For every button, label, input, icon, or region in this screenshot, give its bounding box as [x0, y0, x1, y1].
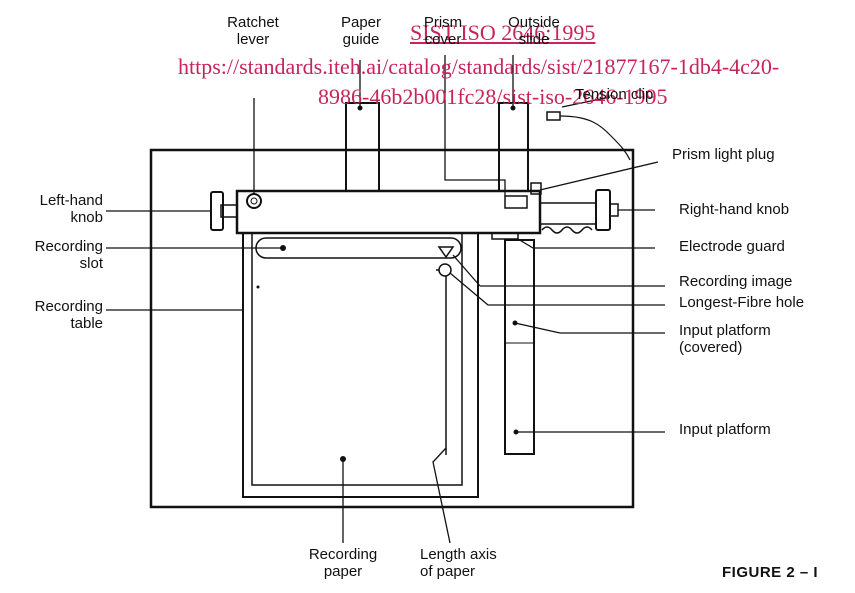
input-platform-bar	[504, 239, 535, 455]
label-input-platform: Input platform	[679, 421, 771, 438]
label-paper-guide: Paper guide	[340, 14, 382, 48]
watermark-url-line-1[interactable]: https://standards.iteh.ai/catalog/standa…	[178, 54, 780, 79]
slider-bar	[235, 189, 542, 235]
label-recording-table: Recording table	[34, 298, 103, 332]
label-length-axis: Length axis of paper	[420, 546, 497, 580]
base-board	[149, 148, 635, 509]
recording-image-triangle	[437, 246, 455, 259]
label-ratchet-lever: Ratchet lever	[227, 14, 279, 48]
right-knob-disc	[595, 189, 611, 231]
prism-light-plug	[530, 182, 542, 195]
left-knob-disc	[210, 191, 224, 231]
outside-slide-bar	[498, 102, 529, 192]
label-recording-paper: Recording paper	[308, 546, 378, 580]
paper-guide-bar	[345, 102, 380, 192]
watermark-standard-id[interactable]: SIST ISO 2646:1995	[410, 20, 596, 45]
watermark-url-line-2[interactable]: 8986-46b2b001fc28/sist-iso-2646-1995	[318, 84, 668, 109]
label-recording-image: Recording image	[679, 273, 793, 290]
prism-cover-box	[504, 195, 528, 209]
label-prism-light-plug: Prism light plug	[672, 146, 775, 163]
tension-clip	[546, 111, 561, 121]
label-tension-clip: Tension clip	[575, 86, 654, 103]
longest-fibre-hole	[438, 263, 452, 277]
label-longest-fibre-hole: Longest-Fibre hole	[679, 294, 805, 311]
figure-caption: FIGURE 2 – I	[722, 564, 819, 581]
recording-slot	[255, 237, 462, 259]
label-input-platform-covered: Input platform (covered)	[679, 322, 771, 356]
label-electrode-guard: Electrode guard	[679, 238, 785, 255]
spring	[541, 226, 593, 234]
label-right-hand-knob: Right-hand knob	[679, 201, 790, 218]
ratchet-lever-circle	[246, 193, 262, 209]
label-outside-slide: Outside slide	[508, 14, 560, 48]
label-left-hand-knob: Left-hand knob	[39, 192, 103, 226]
recording-paper-outline	[251, 232, 463, 486]
label-recording-slot: Recording slot	[34, 238, 103, 272]
label-prism-cover: Prism cover	[423, 14, 463, 48]
recording-table-frame	[242, 232, 479, 498]
left-knob-stem	[220, 204, 238, 218]
electrode-guard	[491, 232, 519, 240]
